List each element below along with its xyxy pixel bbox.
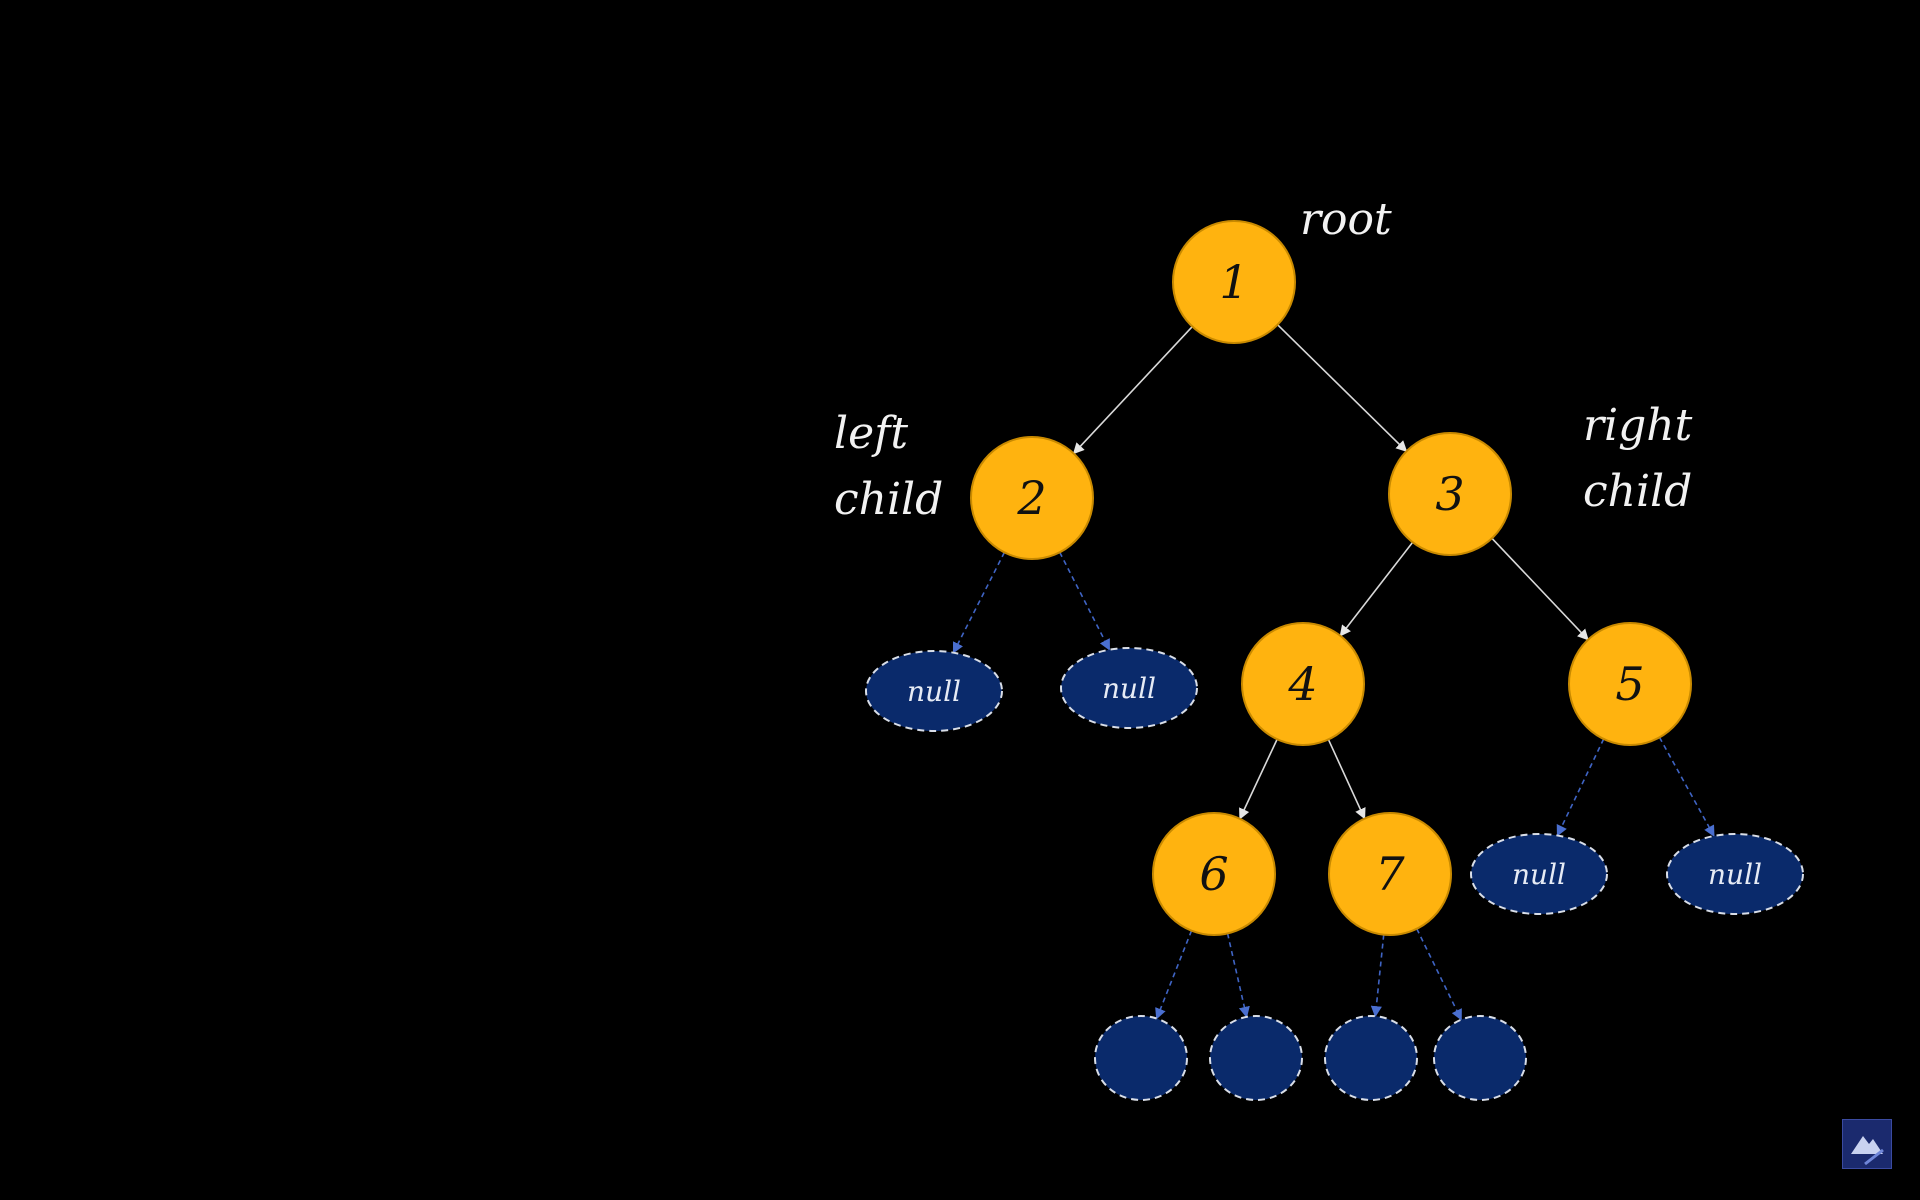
left-child-label-line1: left xyxy=(834,408,908,459)
tree-node-label: 3 xyxy=(1435,467,1464,521)
tree-node-circle xyxy=(970,436,1094,560)
edge-n6-to-null-6-right xyxy=(1226,933,1250,1018)
null-node-label: null xyxy=(907,675,961,708)
tree-node-label: 4 xyxy=(1287,657,1317,711)
right-child-label-line2: child xyxy=(1583,466,1692,517)
edge-n5-to-null-5-right xyxy=(1658,737,1715,837)
null-node-shape xyxy=(1470,833,1608,915)
edge-n6-to-null-6-left xyxy=(1155,930,1193,1020)
null-node-shape xyxy=(865,650,1003,732)
edge-n3-to-n5 xyxy=(1491,537,1589,641)
edge-n2-to-null-2-right xyxy=(1059,551,1111,651)
tree-node-2: 2 xyxy=(970,436,1094,560)
tree-node-label: 5 xyxy=(1615,657,1644,711)
edge-n4-to-n6 xyxy=(1239,738,1278,820)
null-node-label: null xyxy=(1102,672,1156,705)
null-node-shape xyxy=(1094,1015,1188,1101)
null-node xyxy=(1324,1015,1418,1101)
null-node xyxy=(1209,1015,1303,1101)
edge-n2-to-null-2-left xyxy=(952,552,1006,654)
null-node xyxy=(1433,1015,1527,1101)
tree-node-circle xyxy=(1568,622,1692,746)
null-node: null xyxy=(865,650,1003,732)
null-node-label: null xyxy=(1708,858,1762,891)
null-node-shape xyxy=(1324,1015,1418,1101)
edge-n1-to-n3 xyxy=(1276,324,1408,453)
tree-node-label: 7 xyxy=(1375,847,1405,901)
right-child-label-line1: right xyxy=(1583,400,1693,451)
null-nodes-layer: null null null null xyxy=(865,647,1804,1101)
null-node-shape xyxy=(1666,833,1804,915)
tree-node-3: 3 xyxy=(1388,432,1512,556)
null-node: null xyxy=(1060,647,1198,729)
edge-n7-to-null-7-right xyxy=(1416,928,1462,1021)
null-node-label: null xyxy=(1512,858,1566,891)
tree-node-5: 5 xyxy=(1568,622,1692,746)
root-label: root xyxy=(1300,194,1392,245)
null-node-shape xyxy=(1060,647,1198,729)
left-child-label-line2: child xyxy=(834,474,943,525)
tree-node-circle xyxy=(1172,220,1296,344)
tree-node-7: 7 xyxy=(1328,812,1452,936)
null-node: null xyxy=(1470,833,1608,915)
null-node-shape xyxy=(1433,1015,1527,1101)
tree-node-circle xyxy=(1152,812,1276,936)
tree-node-label: 6 xyxy=(1199,847,1228,901)
edge-n3-to-n4 xyxy=(1339,541,1414,637)
mountain-logo-icon xyxy=(1842,1119,1892,1169)
tree-node-circle xyxy=(1388,432,1512,556)
edges-layer xyxy=(952,324,1715,1021)
tree-node-1: 1 xyxy=(1172,220,1296,344)
null-node: null xyxy=(1666,833,1804,915)
edge-n7-to-null-7-left xyxy=(1370,934,1385,1018)
tree-node-label: 1 xyxy=(1219,255,1248,309)
tree-node-circle xyxy=(1328,812,1452,936)
edge-n5-to-null-5-left xyxy=(1556,738,1605,837)
null-node-shape xyxy=(1209,1015,1303,1101)
tree-nodes-layer: 1 2 3 4 5 6 7 xyxy=(970,220,1692,936)
tree-node-4: 4 xyxy=(1241,622,1365,746)
tree-node-circle xyxy=(1241,622,1365,746)
null-node xyxy=(1094,1015,1188,1101)
edge-n1-to-n2 xyxy=(1072,326,1193,455)
tree-node-6: 6 xyxy=(1152,812,1276,936)
tree-node-label: 2 xyxy=(1016,471,1046,525)
edge-n4-to-n7 xyxy=(1327,739,1366,820)
